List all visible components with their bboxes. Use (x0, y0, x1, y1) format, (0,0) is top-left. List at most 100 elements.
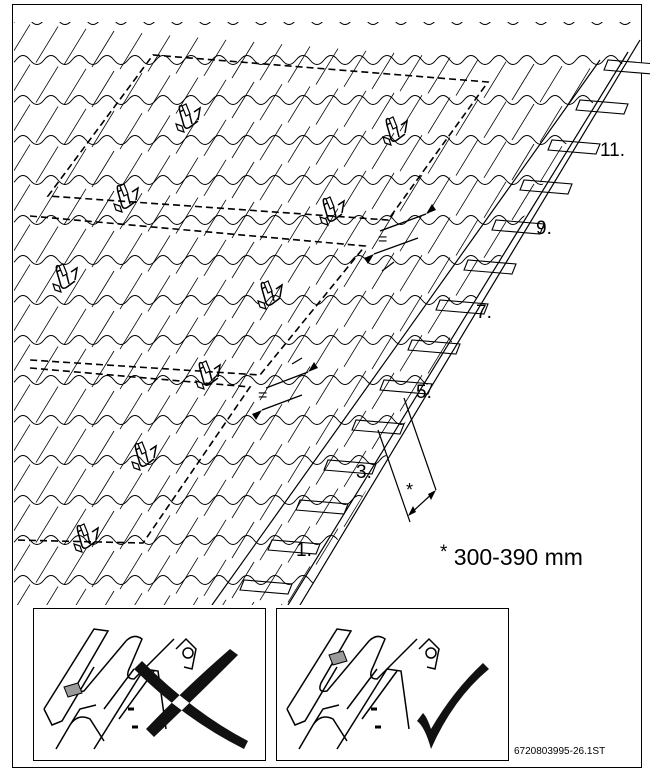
tile-ridge (147, 595, 171, 605)
tile-ridge (35, 586, 59, 605)
tile-ridge (14, 104, 31, 141)
tile-ridge (287, 446, 311, 483)
tile-ridge (259, 403, 283, 441)
tile-ridge (91, 270, 115, 308)
tile-ridge (371, 532, 395, 570)
tile-ridge (483, 61, 507, 99)
tile-ridge (35, 226, 59, 263)
tile-ridge (203, 399, 227, 437)
tile-ridge (567, 428, 591, 465)
tile-ridge (511, 263, 535, 301)
tile-ridge (175, 597, 199, 605)
tile-ridge (455, 179, 479, 216)
tile-ridge (259, 283, 283, 321)
tile-ridge (455, 59, 479, 96)
tile-ridge (14, 64, 31, 101)
tile-ridge (175, 357, 199, 394)
tile-ridge (511, 503, 535, 541)
tile-ridge (595, 310, 619, 347)
tile-ridge (175, 157, 199, 194)
tile-ridge (63, 148, 87, 186)
tile-ridge (511, 63, 535, 101)
batten-row-9-label: 9. (536, 218, 552, 239)
roof-hook (175, 103, 201, 133)
tile-ridge (455, 139, 479, 176)
tile-ridge (259, 563, 283, 601)
tile-ridge (427, 417, 451, 454)
tile-ridge (14, 144, 31, 181)
tile-ridge (35, 506, 59, 543)
tile-ridge (259, 483, 283, 521)
detail-panel-correct (276, 608, 509, 761)
tile-ridge (371, 452, 395, 490)
tile-ridge (371, 212, 395, 250)
tile-ridge (91, 70, 115, 108)
tile-ridge (483, 141, 507, 179)
tile-row (14, 215, 633, 225)
tile-ridge (0, 222, 2, 258)
tile-ridge (63, 388, 87, 426)
tile-ridge (539, 65, 563, 103)
tile-ridge (119, 152, 143, 190)
tile-ridge (0, 462, 2, 498)
tile-ridge (511, 423, 535, 461)
tile-ridge (0, 342, 2, 378)
tile-ridge (14, 384, 31, 421)
tile-ridge (455, 379, 479, 416)
tile-ridge (63, 28, 87, 66)
tile-ridge (567, 508, 591, 545)
tile-ridge (231, 161, 255, 199)
tile-ridge (119, 392, 143, 430)
tile-ridge (315, 368, 339, 405)
roof-tiles (0, 22, 633, 605)
tile-ridge (91, 350, 115, 388)
tile-ridge (259, 83, 283, 121)
battens (239, 59, 650, 595)
tile-ridge (483, 501, 507, 539)
tile-ridge (455, 219, 479, 256)
tile-ridge (371, 172, 395, 210)
tile-ridge (343, 570, 367, 605)
tile-ridge (175, 317, 199, 354)
tile-ridge (483, 381, 507, 419)
tile-ridge (287, 206, 311, 243)
tile-ridge (231, 481, 255, 519)
tile-ridge (259, 163, 283, 201)
tile-ridge (203, 119, 227, 157)
tile-ridge (119, 472, 143, 510)
tile-ridge (203, 39, 227, 77)
tile-ridge (203, 439, 227, 477)
batten (575, 99, 629, 115)
tile-ridge (371, 92, 395, 130)
spacing-asterisk: * (406, 480, 414, 500)
tile-ridge (595, 230, 619, 267)
hook-detail-correct (286, 628, 489, 750)
tile-ridge (399, 374, 423, 412)
tile-ridge (14, 344, 31, 381)
tile-ridge (259, 43, 283, 81)
tile-ridge (539, 585, 563, 605)
tile-ridge (91, 430, 115, 468)
tile-ridge (539, 465, 563, 503)
tile-ridge (14, 264, 31, 301)
tile-ridge (231, 321, 255, 359)
tile-ridge (147, 515, 171, 552)
tile-ridge (147, 275, 171, 312)
tile-ridge (14, 504, 31, 541)
roof-hook (382, 116, 408, 146)
tile-ridge (287, 86, 311, 123)
tile-ridge (203, 279, 227, 317)
tile-ridge (455, 459, 479, 496)
tile-ridge (35, 346, 59, 383)
tile-ridge (231, 81, 255, 119)
tile-ridge (203, 159, 227, 197)
tile-ridge (91, 470, 115, 508)
tile-ridge (455, 259, 479, 296)
batten (547, 139, 601, 155)
tile-ridge (511, 463, 535, 501)
roof-hook (319, 196, 345, 226)
tile-ridge (175, 277, 199, 314)
tile-ridge (511, 183, 535, 221)
roof-hook (113, 183, 139, 213)
